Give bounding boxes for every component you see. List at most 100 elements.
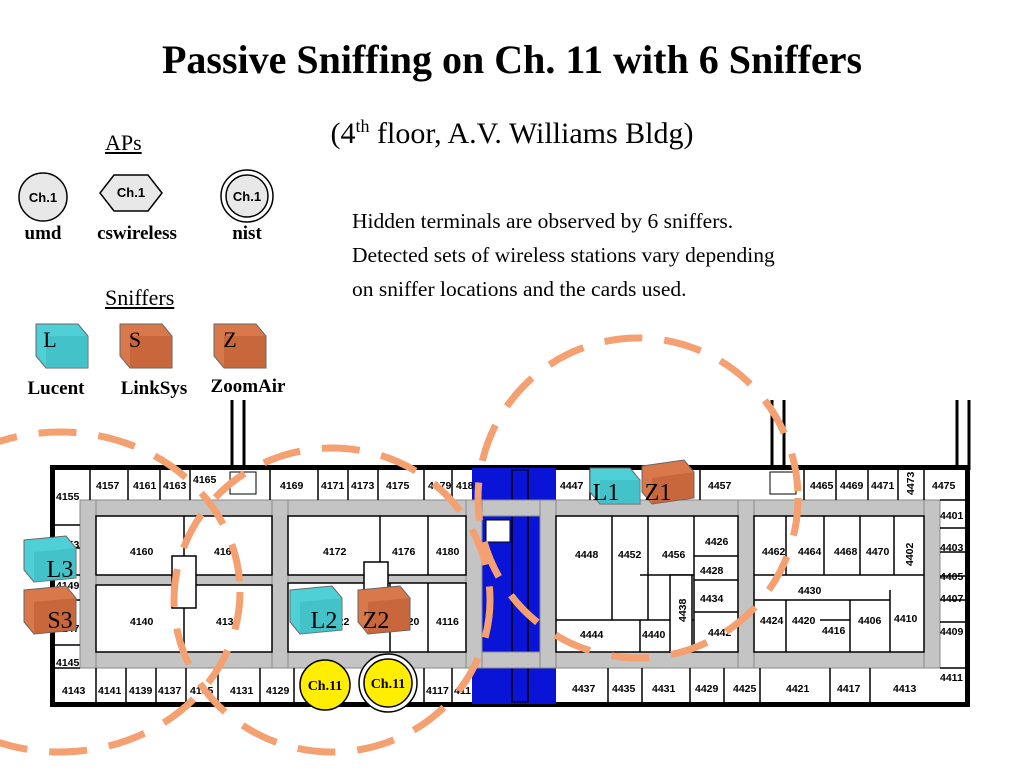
svg-text:4171: 4171 bbox=[321, 480, 345, 492]
svg-text:418: 418 bbox=[456, 480, 474, 492]
svg-text:4176: 4176 bbox=[392, 546, 416, 558]
note-line: on sniffer locations and the cards used. bbox=[352, 277, 687, 301]
svg-text:4116: 4116 bbox=[436, 616, 459, 628]
svg-text:4438: 4438 bbox=[677, 598, 689, 622]
sniffer-Z1-label: Z1 bbox=[645, 480, 672, 506]
sniffer-L2-label: L2 bbox=[311, 608, 338, 634]
svg-text:4141: 4141 bbox=[98, 685, 122, 697]
svg-text:4421: 4421 bbox=[786, 683, 810, 695]
ap-nist-icon: Ch.1 bbox=[220, 169, 274, 223]
svg-text:4180: 4180 bbox=[436, 546, 460, 558]
svg-text:4420: 4420 bbox=[792, 615, 816, 627]
svg-text:4137: 4137 bbox=[158, 685, 182, 697]
sniffer-Z2-label: Z2 bbox=[363, 608, 390, 634]
svg-text:4469: 4469 bbox=[840, 480, 864, 492]
ap-cswireless-icon: Ch.1 bbox=[99, 174, 163, 212]
svg-text:4426: 4426 bbox=[705, 536, 729, 548]
slide-subtitle: (4th floor, A.V. Williams Bldg) bbox=[0, 116, 1024, 151]
svg-text:4448: 4448 bbox=[575, 549, 599, 561]
svg-text:4437: 4437 bbox=[572, 683, 596, 695]
svg-text:4431: 4431 bbox=[652, 683, 676, 695]
ap-cswireless-channel: Ch.1 bbox=[117, 185, 145, 200]
coverage-circles bbox=[0, 334, 802, 756]
svg-text:4173: 4173 bbox=[351, 480, 375, 492]
svg-text:4405: 4405 bbox=[940, 571, 964, 583]
sniffer-Z2-icon: Z2 bbox=[357, 585, 411, 635]
svg-text:4139: 4139 bbox=[129, 685, 153, 697]
subtitle-rest: floor, A.V. Williams Bldg) bbox=[369, 117, 694, 150]
aps-legend-heading: APs bbox=[105, 130, 142, 155]
sniffer-lucent-letter: L bbox=[43, 327, 56, 352]
svg-text:4172: 4172 bbox=[323, 546, 347, 558]
sniffer-L3-icon: L3 bbox=[23, 535, 77, 583]
svg-text:4444: 4444 bbox=[580, 629, 604, 641]
ap-ch11-umd-label: Ch.11 bbox=[308, 679, 343, 694]
svg-text:4435: 4435 bbox=[612, 683, 636, 695]
svg-text:4403: 4403 bbox=[940, 542, 964, 554]
svg-text:4131: 4131 bbox=[230, 685, 254, 697]
sniffers-legend-symbols: L S Z bbox=[35, 323, 267, 369]
svg-text:4163: 4163 bbox=[163, 480, 187, 492]
note-line: Detected sets of wireless stations vary … bbox=[352, 243, 775, 267]
sniffers-legend-heading: Sniffers bbox=[105, 285, 175, 310]
svg-text:4475: 4475 bbox=[932, 480, 956, 492]
coverage-circle-1 bbox=[474, 334, 802, 662]
svg-text:4140: 4140 bbox=[130, 616, 154, 628]
sniffer-L3-label: L3 bbox=[47, 557, 74, 583]
svg-text:4424: 4424 bbox=[760, 615, 784, 627]
svg-text:4470: 4470 bbox=[866, 546, 890, 558]
sniffer-zoomair-icon: Z bbox=[213, 323, 267, 369]
svg-text:4462: 4462 bbox=[762, 546, 786, 558]
svg-text:4440: 4440 bbox=[642, 629, 666, 641]
svg-text:4425: 4425 bbox=[733, 683, 757, 695]
svg-text:4430: 4430 bbox=[798, 585, 822, 597]
ap-ch11-nist-icon: Ch.11 bbox=[358, 653, 418, 713]
svg-text:4456: 4456 bbox=[662, 549, 686, 561]
ap-umd-channel: Ch.1 bbox=[29, 190, 57, 205]
svg-text:4417: 4417 bbox=[837, 683, 861, 695]
sniffer-L1-icon: L1 bbox=[589, 467, 641, 506]
svg-text:4465: 4465 bbox=[810, 480, 834, 492]
svg-text:4429: 4429 bbox=[695, 683, 719, 695]
slide-title: Passive Sniffing on Ch. 11 with 6 Sniffe… bbox=[161, 37, 863, 82]
svg-text:4411: 4411 bbox=[940, 672, 963, 684]
svg-text:4401: 4401 bbox=[940, 510, 964, 522]
subtitle-open: (4 bbox=[330, 117, 356, 150]
sniffer-S3-icon: S3 bbox=[23, 585, 77, 635]
svg-text:4434: 4434 bbox=[700, 593, 724, 605]
svg-text:4175: 4175 bbox=[386, 480, 410, 492]
ap-umd-label: umd bbox=[24, 223, 62, 244]
ap-cswireless-label: cswireless bbox=[97, 223, 177, 244]
aps-legend-symbols: Ch.1 Ch.1 Ch.1 bbox=[18, 169, 274, 223]
sniffer-zoomair-letter: Z bbox=[223, 327, 236, 352]
ap-ch11-nist-label: Ch.11 bbox=[371, 677, 406, 692]
note-line: Hidden terminals are observed by 6 sniff… bbox=[352, 209, 734, 233]
subtitle-sup: th bbox=[355, 116, 370, 136]
svg-text:4145: 4145 bbox=[56, 657, 80, 669]
svg-text:4160: 4160 bbox=[130, 546, 154, 558]
ap-nist-label: nist bbox=[232, 223, 262, 244]
svg-text:4464: 4464 bbox=[798, 546, 822, 558]
sniffer-lucent-icon: L bbox=[35, 323, 89, 369]
svg-text:4428: 4428 bbox=[700, 565, 724, 577]
svg-text:4452: 4452 bbox=[618, 549, 642, 561]
svg-text:4161: 4161 bbox=[133, 480, 157, 492]
svg-text:4129: 4129 bbox=[266, 685, 290, 697]
svg-text:4406: 4406 bbox=[858, 615, 882, 627]
roof-poles bbox=[230, 400, 971, 470]
svg-text:4409: 4409 bbox=[940, 626, 964, 638]
svg-text:4157: 4157 bbox=[96, 480, 120, 492]
coverage-circle-3 bbox=[0, 428, 244, 756]
sniffer-L2-icon: L2 bbox=[289, 585, 343, 635]
svg-text:4169: 4169 bbox=[280, 480, 304, 492]
svg-text:4471: 4471 bbox=[871, 480, 895, 492]
ap-nist-channel: Ch.1 bbox=[233, 189, 261, 204]
svg-text:4410: 4410 bbox=[894, 613, 918, 625]
sniffer-Z1-icon: Z1 bbox=[641, 459, 695, 506]
svg-text:4165: 4165 bbox=[193, 474, 217, 486]
svg-text:4457: 4457 bbox=[708, 480, 732, 492]
svg-text:4416: 4416 bbox=[822, 625, 846, 637]
sniffer-linksys-icon: S bbox=[119, 323, 173, 369]
ap-umd-icon: Ch.1 bbox=[18, 172, 68, 222]
